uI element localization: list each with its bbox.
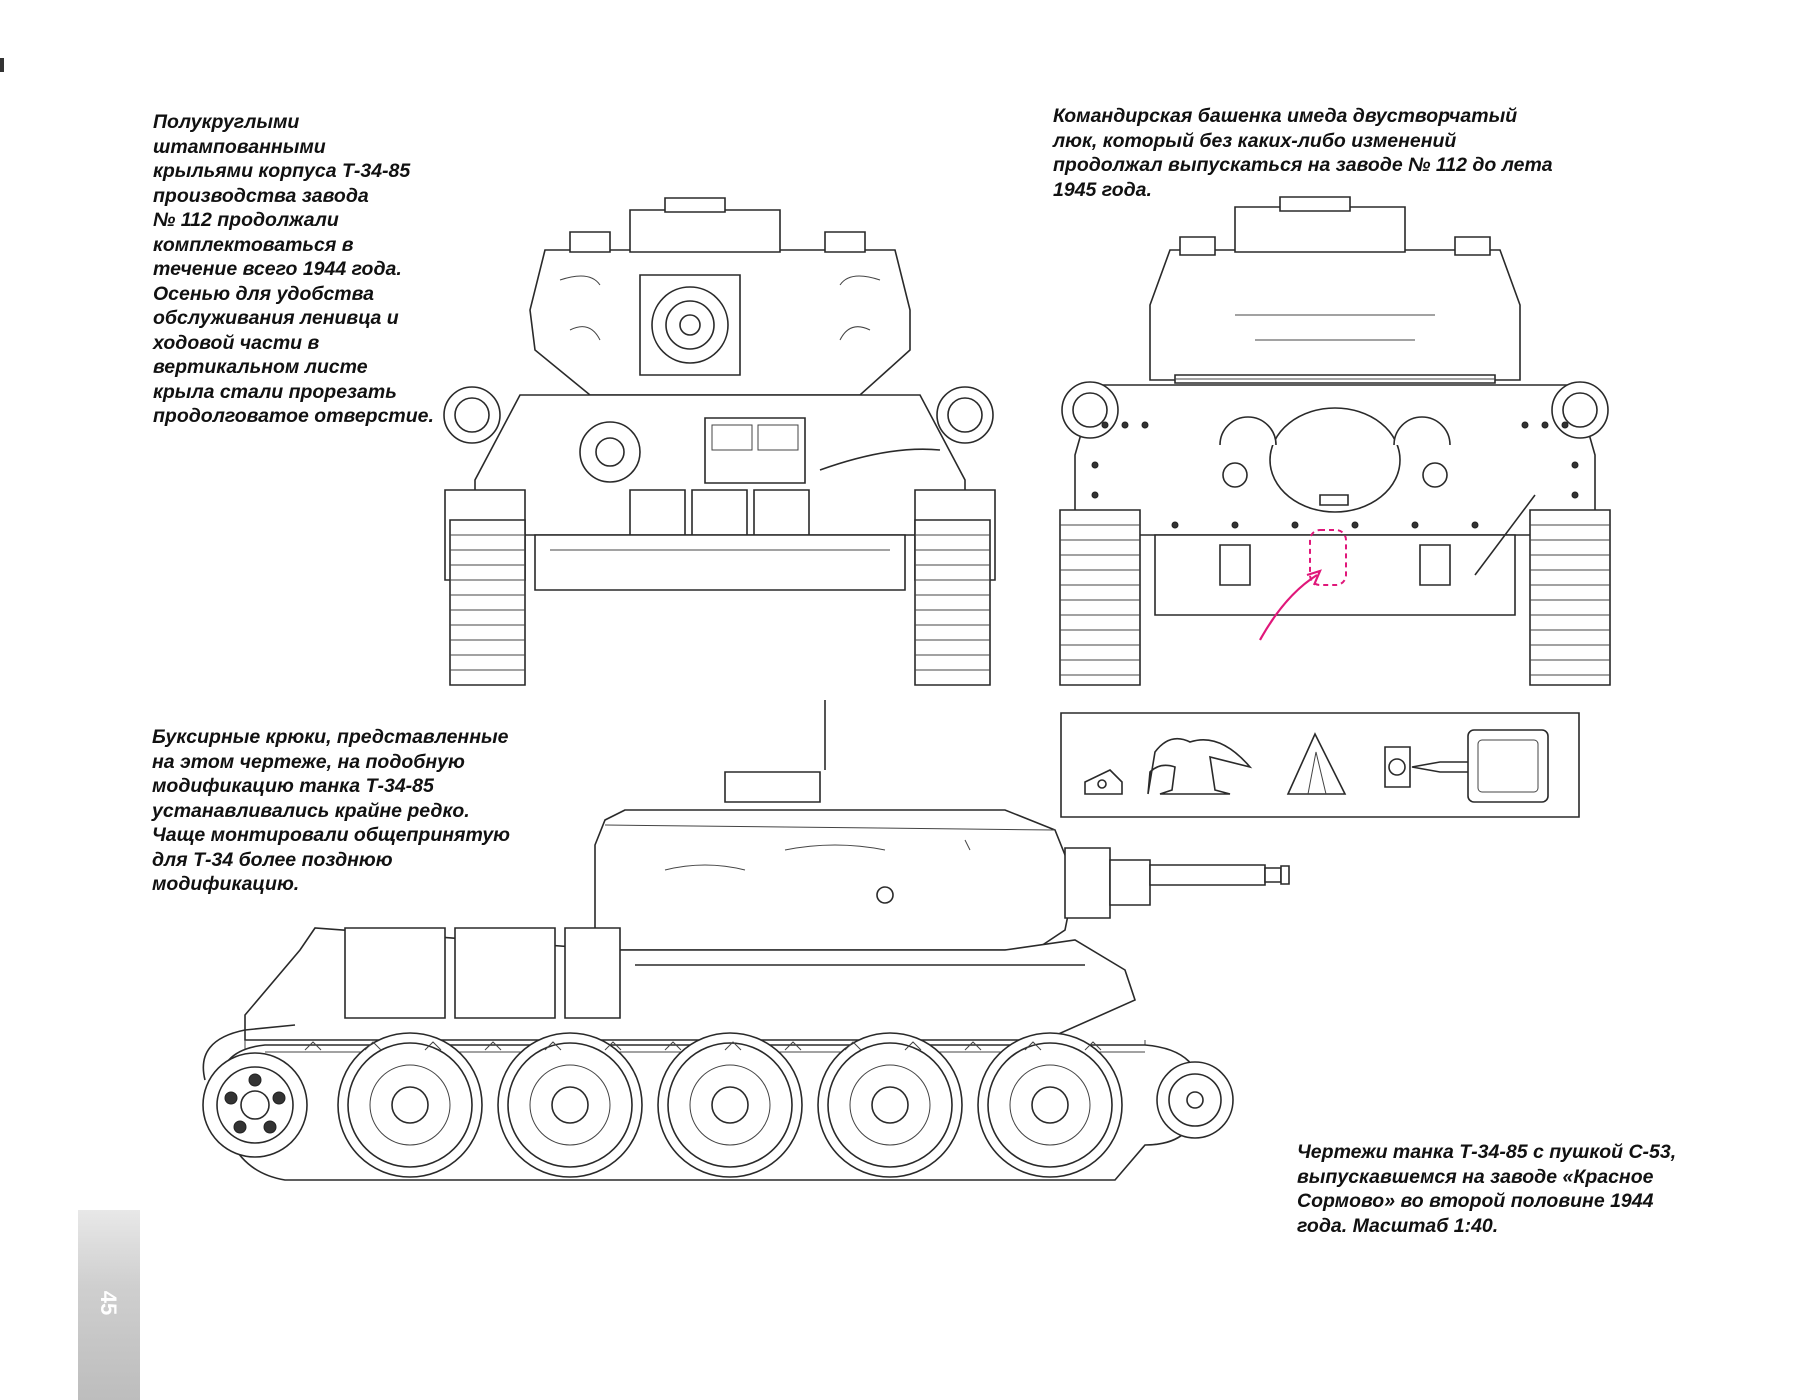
tow-hook-front-icon [1148,739,1250,794]
tow-hook-top-icon [1385,730,1548,802]
page-number: 45 [96,1290,122,1316]
caption-fenders: Полукруглыми штампованными крыльями корп… [153,111,434,427]
tow-hook-side-icon [1085,770,1122,794]
corner-mark [0,58,4,72]
road-wheel [498,1033,642,1177]
annotation-slot-highlight [1310,530,1346,585]
road-wheel [818,1033,962,1177]
tow-hook-profile-icon [1288,734,1345,794]
caption-tow-hooks: Буксирные крюки, представленные на этом … [152,726,511,895]
road-wheel [338,1033,482,1177]
page-edge-tab [78,1210,140,1400]
road-wheel [978,1033,1122,1177]
caption-cupola: Командирская башенка имеда двустворчатый… [1053,105,1553,201]
tank-side-view-drawing [185,700,1315,1200]
tank-front-view-drawing [440,190,1000,690]
tow-hook-detail-box [1060,712,1580,818]
tank-rear-view-drawing [1055,195,1615,695]
annotation-arrow [1260,575,1317,640]
caption-drawings: Чертежи танка Т-34-85 с пушкой С-53, вып… [1297,1141,1677,1237]
road-wheel [658,1033,802,1177]
